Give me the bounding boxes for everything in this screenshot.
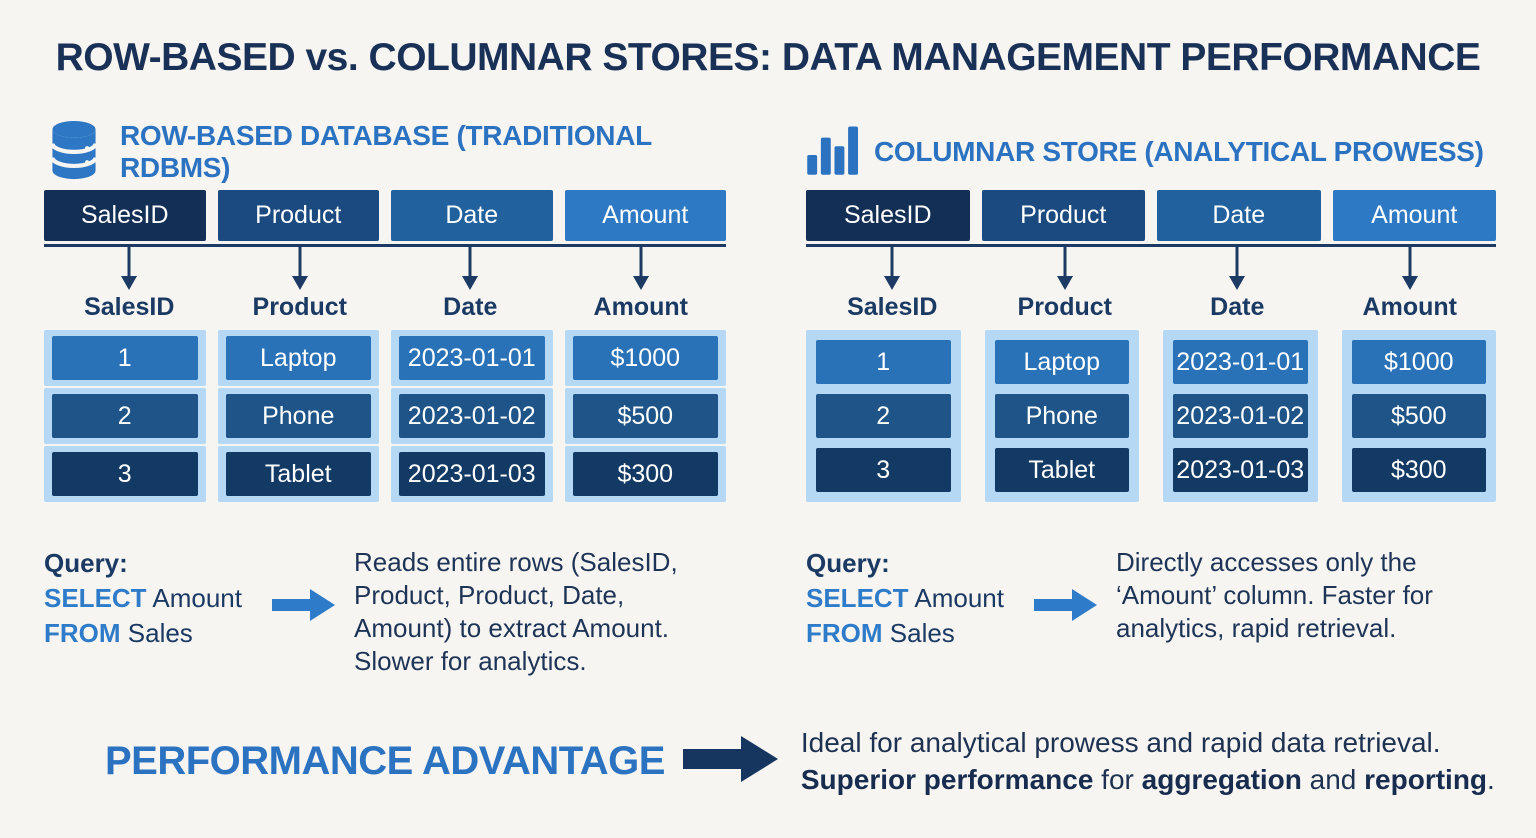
table-column: $1000 $500 $300 <box>1341 330 1496 502</box>
advantage-line1: Ideal for analytical prowess and rapid d… <box>800 727 1441 758</box>
columnar-panel: COLUMNAR STORE (ANALYTICAL PROWESS) Sale… <box>806 120 1496 651</box>
field-label: Amount <box>1362 293 1457 321</box>
table-cell: $300 <box>572 452 718 496</box>
down-arrow-icon <box>291 247 308 290</box>
table-column: Laptop Phone Tablet <box>984 330 1139 502</box>
right-arrow-icon <box>1034 586 1098 651</box>
field-label: Date <box>1210 293 1265 321</box>
header-cell: Amount <box>1332 190 1496 241</box>
advantage-line2: Superior performance for aggregation and… <box>800 764 1495 795</box>
table-cell: 2023-01-01 <box>1173 340 1308 384</box>
table-cell: Phone <box>994 394 1129 438</box>
table-cell: $300 <box>1351 448 1486 492</box>
field-label: Product <box>252 293 347 321</box>
header-cell: SalesID <box>806 190 970 241</box>
row-based-panel-header: ROW-BASED DATABASE (TRADITIONAL RDBMS) <box>44 120 726 184</box>
down-arrow-icon <box>462 247 479 290</box>
header-cell: Amount <box>564 190 726 241</box>
sql-query: Query: SELECT Amount FROM Sales <box>806 546 1034 651</box>
table-cell: Tablet <box>225 452 371 496</box>
table-cell: Tablet <box>994 448 1129 492</box>
row-based-explanation: Reads entire rows (SalesID, Product, Pro… <box>354 547 678 676</box>
columnar-data: 1 2 3 Laptop Phone Tablet 2023-01-01 202… <box>806 330 1496 502</box>
performance-advantage-label: PERFORMANCE ADVANTAGE <box>105 738 665 783</box>
table-cell: Laptop <box>225 336 371 380</box>
table-cell: 1 <box>52 336 198 380</box>
table-cell: 2 <box>52 394 198 438</box>
table-column: 1 2 3 <box>806 330 961 502</box>
columnar-connector <box>806 244 1496 293</box>
database-icon <box>44 119 104 186</box>
field-label: Product <box>1017 293 1112 321</box>
query-label: Query: <box>806 548 890 578</box>
columnar-panel-header: COLUMNAR STORE (ANALYTICAL PROWESS) <box>806 120 1496 184</box>
row-based-query-section: Query: SELECT Amount FROM Sales Reads en… <box>44 546 726 678</box>
table-cell: 2023-01-02 <box>1173 394 1308 438</box>
columnar-table-header: SalesID Product Date Amount <box>806 190 1496 241</box>
row-based-heading: ROW-BASED DATABASE (TRADITIONAL RDBMS) <box>120 120 652 183</box>
table-cell: 2 <box>816 394 951 438</box>
query-from-line: FROM Sales <box>806 618 955 648</box>
query-from-line: FROM Sales <box>44 618 193 648</box>
table-column: 2023-01-01 2023-01-02 2023-01-03 <box>1163 330 1318 502</box>
table-cell: 2023-01-02 <box>399 394 545 438</box>
bar-chart-icon <box>806 122 858 183</box>
header-cell: SalesID <box>44 190 206 241</box>
right-arrow-icon <box>682 730 779 793</box>
right-arrow-icon <box>272 586 336 678</box>
field-label: Amount <box>593 293 688 321</box>
table-cell: 2023-01-03 <box>399 452 545 496</box>
row-based-panel: ROW-BASED DATABASE (TRADITIONAL RDBMS) S… <box>44 120 726 678</box>
header-cell: Date <box>1157 190 1321 241</box>
row-based-table-header: SalesID Product Date Amount <box>44 190 726 241</box>
down-arrow-icon <box>1401 247 1418 290</box>
row-based-data: 1 Laptop 2023-01-01 $1000 2 Phone 2023-0… <box>44 330 726 502</box>
row-based-field-labels: SalesID Product Date Amount <box>44 293 726 322</box>
table-cell: $500 <box>1351 394 1486 438</box>
query-label: Query: <box>44 548 128 578</box>
field-label: Date <box>443 293 498 321</box>
table-cell: 2023-01-03 <box>1173 448 1308 492</box>
query-select-line: SELECT Amount <box>44 583 242 613</box>
performance-advantage-section: PERFORMANCE ADVANTAGE Ideal for analytic… <box>105 724 1495 798</box>
field-label: SalesID <box>847 293 938 321</box>
columnar-explanation: Directly accesses only the ‘Amount’ colu… <box>1116 547 1433 643</box>
page-title: ROW-BASED vs. COLUMNAR STORES: DATA MANA… <box>55 36 1481 79</box>
columnar-heading: COLUMNAR STORE (ANALYTICAL PROWESS) <box>874 136 1484 167</box>
table-row: 2 Phone 2023-01-02 $500 <box>44 388 726 444</box>
table-row: 1 Laptop 2023-01-01 $1000 <box>44 330 726 386</box>
performance-advantage-text: Ideal for analytical prowess and rapid d… <box>801 724 1495 798</box>
query-select-line: SELECT Amount <box>806 583 1004 613</box>
sql-query: Query: SELECT Amount FROM Sales <box>44 546 272 678</box>
header-cell: Product <box>217 190 379 241</box>
header-cell: Product <box>981 190 1145 241</box>
row-based-connector <box>44 244 726 293</box>
table-cell: 2023-01-01 <box>399 336 545 380</box>
table-cell: 1 <box>816 340 951 384</box>
down-arrow-icon <box>884 247 901 290</box>
table-row: 3 Tablet 2023-01-03 $300 <box>44 446 726 502</box>
header-cell: Date <box>391 190 553 241</box>
table-cell: $1000 <box>572 336 718 380</box>
down-arrow-icon <box>632 247 649 290</box>
table-cell: $1000 <box>1351 340 1486 384</box>
table-cell: Laptop <box>994 340 1129 384</box>
columnar-query-section: Query: SELECT Amount FROM Sales Directly… <box>806 546 1496 651</box>
columnar-field-labels: SalesID Product Date Amount <box>806 293 1496 322</box>
down-arrow-icon <box>1229 247 1246 290</box>
table-cell: $500 <box>572 394 718 438</box>
down-arrow-icon <box>1056 247 1073 290</box>
table-cell: Phone <box>225 394 371 438</box>
field-label: SalesID <box>84 293 175 321</box>
down-arrow-icon <box>121 247 138 290</box>
table-cell: 3 <box>52 452 198 496</box>
table-cell: 3 <box>816 448 951 492</box>
